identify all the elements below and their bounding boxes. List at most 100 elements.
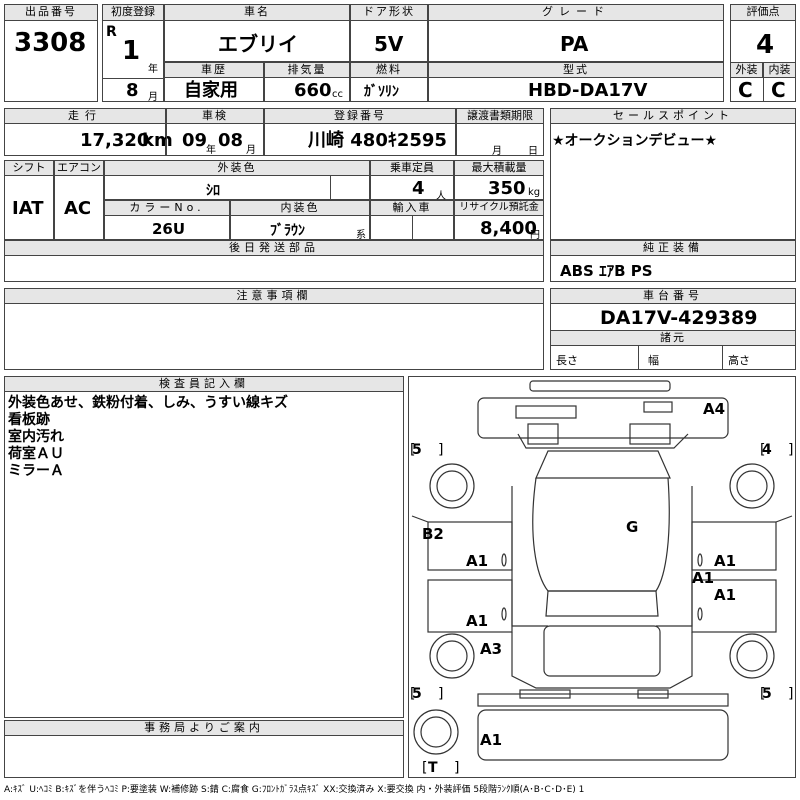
tire-tread-front-right: 4 bbox=[762, 442, 772, 458]
remark-line: 室内汚れ bbox=[8, 429, 64, 445]
svg-text:]: ] bbox=[438, 686, 443, 702]
marker bbox=[697, 553, 703, 567]
divider bbox=[330, 176, 331, 200]
era: R bbox=[106, 24, 117, 40]
wheel-rear-left bbox=[436, 640, 468, 672]
damage-mark: A1 bbox=[466, 552, 488, 570]
mirror-right bbox=[629, 423, 671, 445]
left-door-front bbox=[427, 521, 513, 571]
rear-light-right bbox=[637, 689, 669, 699]
tire-tread-rear-left: 5 bbox=[412, 686, 422, 702]
chassis-label: 車台番号 bbox=[550, 288, 796, 304]
load-label: 最大積載量 bbox=[454, 160, 544, 176]
car-diagram: 5 4 5 5 T [] [] [] [] [] A4 G B2 A1 A1 A… bbox=[410, 380, 793, 776]
inspection-month: 08 bbox=[218, 130, 244, 151]
damage-mark: A1 bbox=[480, 731, 502, 749]
svg-text:[: [ bbox=[760, 686, 765, 702]
wheel-front-right bbox=[736, 470, 768, 502]
inspection-year-unit: 年 bbox=[206, 145, 216, 156]
grade-label: グレード bbox=[428, 4, 724, 21]
inspection-month-unit: 月 bbox=[246, 145, 256, 156]
int-color-suffix: 系 bbox=[356, 230, 366, 241]
svg-text:]: ] bbox=[454, 760, 459, 776]
import-label: 輸入車 bbox=[370, 200, 454, 216]
load-unit: kg bbox=[528, 187, 541, 198]
inspection-label: 車検 bbox=[166, 108, 264, 124]
damage-mark: G bbox=[626, 518, 638, 536]
later-parts-label: 後日発送部品 bbox=[4, 240, 544, 256]
genuine-label: 純正装備 bbox=[550, 240, 796, 256]
int-label: 内装 bbox=[763, 62, 796, 78]
color-label: 外装色 bbox=[104, 160, 370, 176]
first-reg-label: 初度登録 bbox=[102, 4, 164, 21]
int-color-label: 内装色 bbox=[230, 200, 370, 216]
marker bbox=[697, 607, 703, 621]
width-label: 幅 bbox=[648, 354, 659, 367]
recycle: 8,400 bbox=[480, 218, 537, 239]
svg-text:[: [ bbox=[410, 686, 415, 702]
capacity-unit: 人 bbox=[436, 191, 446, 202]
svg-text:[: [ bbox=[422, 760, 427, 776]
legend: A:ｷｽﾞ U:ﾍｺﾐ B:ｷｽﾞを伴うﾍｺﾐ P:要塗装 W:補修跡 S:錆 … bbox=[4, 785, 585, 795]
damage-mark: A1 bbox=[692, 569, 714, 587]
recycle-label: リサイクル預託金 bbox=[454, 200, 544, 216]
svg-text:]: ] bbox=[438, 442, 443, 458]
left-side-upper bbox=[511, 486, 548, 627]
recycle-unit: 円 bbox=[530, 230, 540, 241]
model: HBD-DA17V bbox=[528, 80, 648, 101]
first-reg-month: 8 bbox=[126, 80, 139, 101]
divider bbox=[102, 78, 164, 79]
reg-no: 川崎 480ｷ2595 bbox=[308, 130, 447, 151]
svg-text:]: ] bbox=[788, 686, 793, 702]
divider bbox=[763, 78, 764, 102]
damage-mark: A1 bbox=[466, 612, 488, 630]
fuel-label: 燃料 bbox=[350, 62, 428, 78]
svg-text:[: [ bbox=[760, 442, 765, 458]
inspector-remarks: 外装色あせ、鉄粉付着、しみ、うすい線キズ 看板跡 室内汚れ 荷室ＡＵ ミラーＡ bbox=[8, 395, 398, 480]
lot-no: 3308 bbox=[14, 28, 87, 58]
tire-tread-front-left: 5 bbox=[412, 442, 422, 458]
divider bbox=[638, 346, 639, 370]
mileage-unit: km bbox=[142, 130, 173, 151]
sales-point-label: セールスポイント bbox=[550, 108, 796, 124]
damage-mark: A1 bbox=[714, 552, 736, 570]
remark-line: ミラーＡ bbox=[8, 463, 64, 479]
office-label: 事務局よりご案内 bbox=[4, 720, 404, 736]
dims-label: 諸元 bbox=[550, 330, 796, 346]
first-reg-year: 1 bbox=[122, 36, 141, 66]
damage-mark: B2 bbox=[422, 525, 444, 543]
windshield bbox=[535, 450, 671, 479]
model-label: 型式 bbox=[428, 62, 724, 78]
wheel-rear-right bbox=[736, 640, 768, 672]
divider bbox=[412, 216, 413, 240]
int-color: ﾌﾞﾗｳﾝ bbox=[270, 223, 305, 239]
svg-text:]: ] bbox=[788, 442, 793, 458]
door: 5V bbox=[374, 32, 404, 56]
roof-outline bbox=[529, 380, 671, 392]
displacement-label: 排気量 bbox=[264, 62, 350, 78]
right-door-front bbox=[691, 521, 777, 571]
sales-point: ★オークションデビュー★ bbox=[552, 133, 718, 149]
color-no-label: カラーNo. bbox=[104, 200, 230, 216]
front-panel bbox=[515, 405, 577, 419]
roof bbox=[532, 477, 670, 592]
door-label: ドア形状 bbox=[350, 4, 428, 21]
mirror-left bbox=[527, 423, 559, 445]
ac-label: エアコン bbox=[54, 160, 104, 176]
front-view bbox=[477, 397, 729, 439]
genuine: ABS ｴｱB PS bbox=[560, 262, 653, 280]
mileage-label: 走行 bbox=[4, 108, 166, 124]
ac: AC bbox=[64, 198, 92, 219]
tire-rear-right bbox=[729, 633, 775, 679]
marker bbox=[501, 607, 507, 621]
chassis-no: DA17V-429389 bbox=[600, 307, 758, 329]
transfer-day-unit: 日 bbox=[528, 146, 538, 157]
damage-mark: A4 bbox=[703, 400, 725, 418]
tire-spare bbox=[413, 709, 459, 755]
right-side-upper bbox=[656, 486, 693, 627]
rear-window bbox=[543, 625, 661, 677]
history: 自家用 bbox=[184, 80, 238, 101]
tire-front-left bbox=[429, 463, 475, 509]
tire-front-right bbox=[729, 463, 775, 509]
tire-tread-spare: T bbox=[428, 760, 438, 776]
